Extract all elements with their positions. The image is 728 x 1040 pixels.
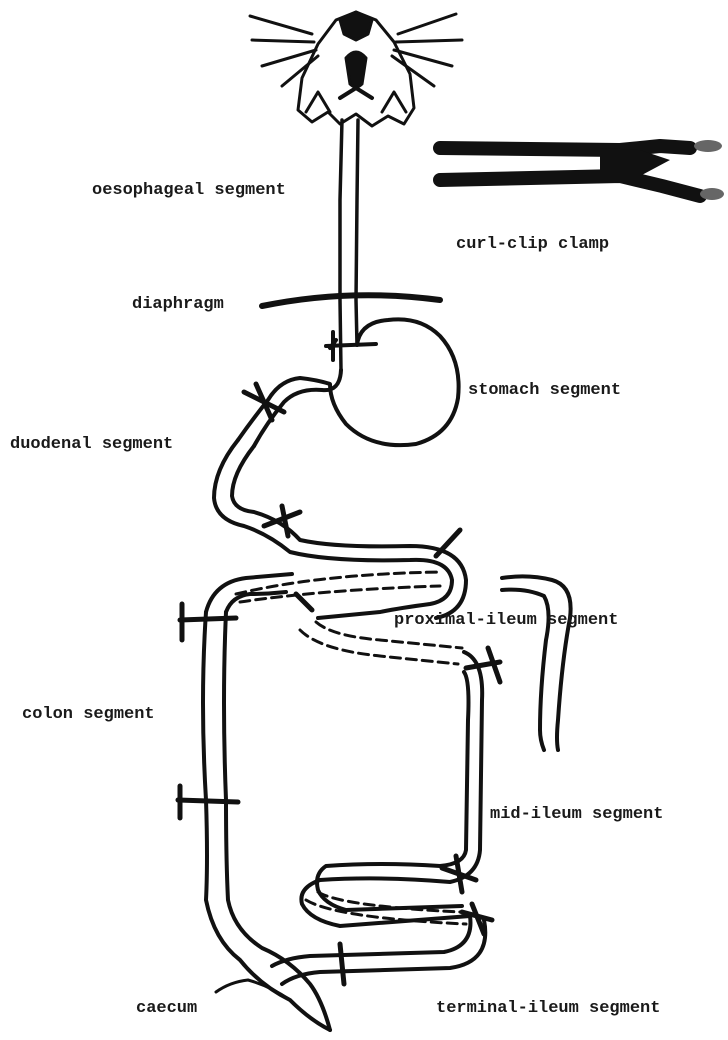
label-oesophageal-segment: oesophageal segment xyxy=(92,182,286,199)
mid-ileum-outer xyxy=(301,652,482,926)
dashed-middle-2 xyxy=(300,630,458,664)
right-loop-outer xyxy=(502,576,571,750)
label-diaphragm: diaphragm xyxy=(132,296,224,313)
caecum-tail xyxy=(216,980,290,1000)
mid-ileum-inner xyxy=(317,672,469,910)
oesophagus-wall-right xyxy=(356,120,358,345)
whisker-right-1 xyxy=(398,14,456,34)
clamp-tip-lower xyxy=(700,188,724,200)
label-mid-ileum-segment: mid-ileum segment xyxy=(490,806,663,823)
whisker-left-2 xyxy=(252,40,314,42)
colon-right-wall xyxy=(224,612,330,1030)
label-curl-clip-clamp: curl-clip clamp xyxy=(456,236,609,253)
oesophagus-drawing xyxy=(326,120,376,370)
label-colon-segment: colon segment xyxy=(22,706,155,723)
label-duodenal-segment: duodenal segment xyxy=(10,436,173,453)
label-terminal-ileum-segment: terminal-ileum segment xyxy=(436,1000,660,1017)
diaphragm-line xyxy=(262,295,440,306)
oesophagus-wall-left xyxy=(340,120,342,370)
clamp-upper-arm xyxy=(440,146,690,150)
colon-left-wall xyxy=(203,612,330,1030)
label-proximal-ileum-segment: proximal-ileum segment xyxy=(394,612,618,629)
rat-snout xyxy=(340,12,372,40)
intestine-drawing xyxy=(203,440,571,1030)
clamp-tip-upper xyxy=(694,140,722,152)
whisker-left-1 xyxy=(250,16,312,34)
clamp-duodenal-lower-tick xyxy=(282,506,288,536)
label-stomach-segment: stomach segment xyxy=(468,382,621,399)
rat-head-drawing xyxy=(250,12,462,126)
clamp-terminal-lower xyxy=(340,944,344,984)
clamp-proximal-lower xyxy=(296,594,312,610)
clamp-lower-arm xyxy=(440,176,700,196)
rat-mouth xyxy=(346,52,366,87)
duodenum-outer xyxy=(214,440,452,618)
stomach-outline xyxy=(238,319,459,445)
label-caecum: caecum xyxy=(136,1000,197,1017)
whisker-right-2 xyxy=(396,40,462,42)
stomach-drawing xyxy=(238,319,459,446)
clamp-colon-lower xyxy=(178,800,238,802)
clamp-colon-upper xyxy=(180,618,236,620)
curl-clip-clamp-drawing xyxy=(440,140,724,200)
